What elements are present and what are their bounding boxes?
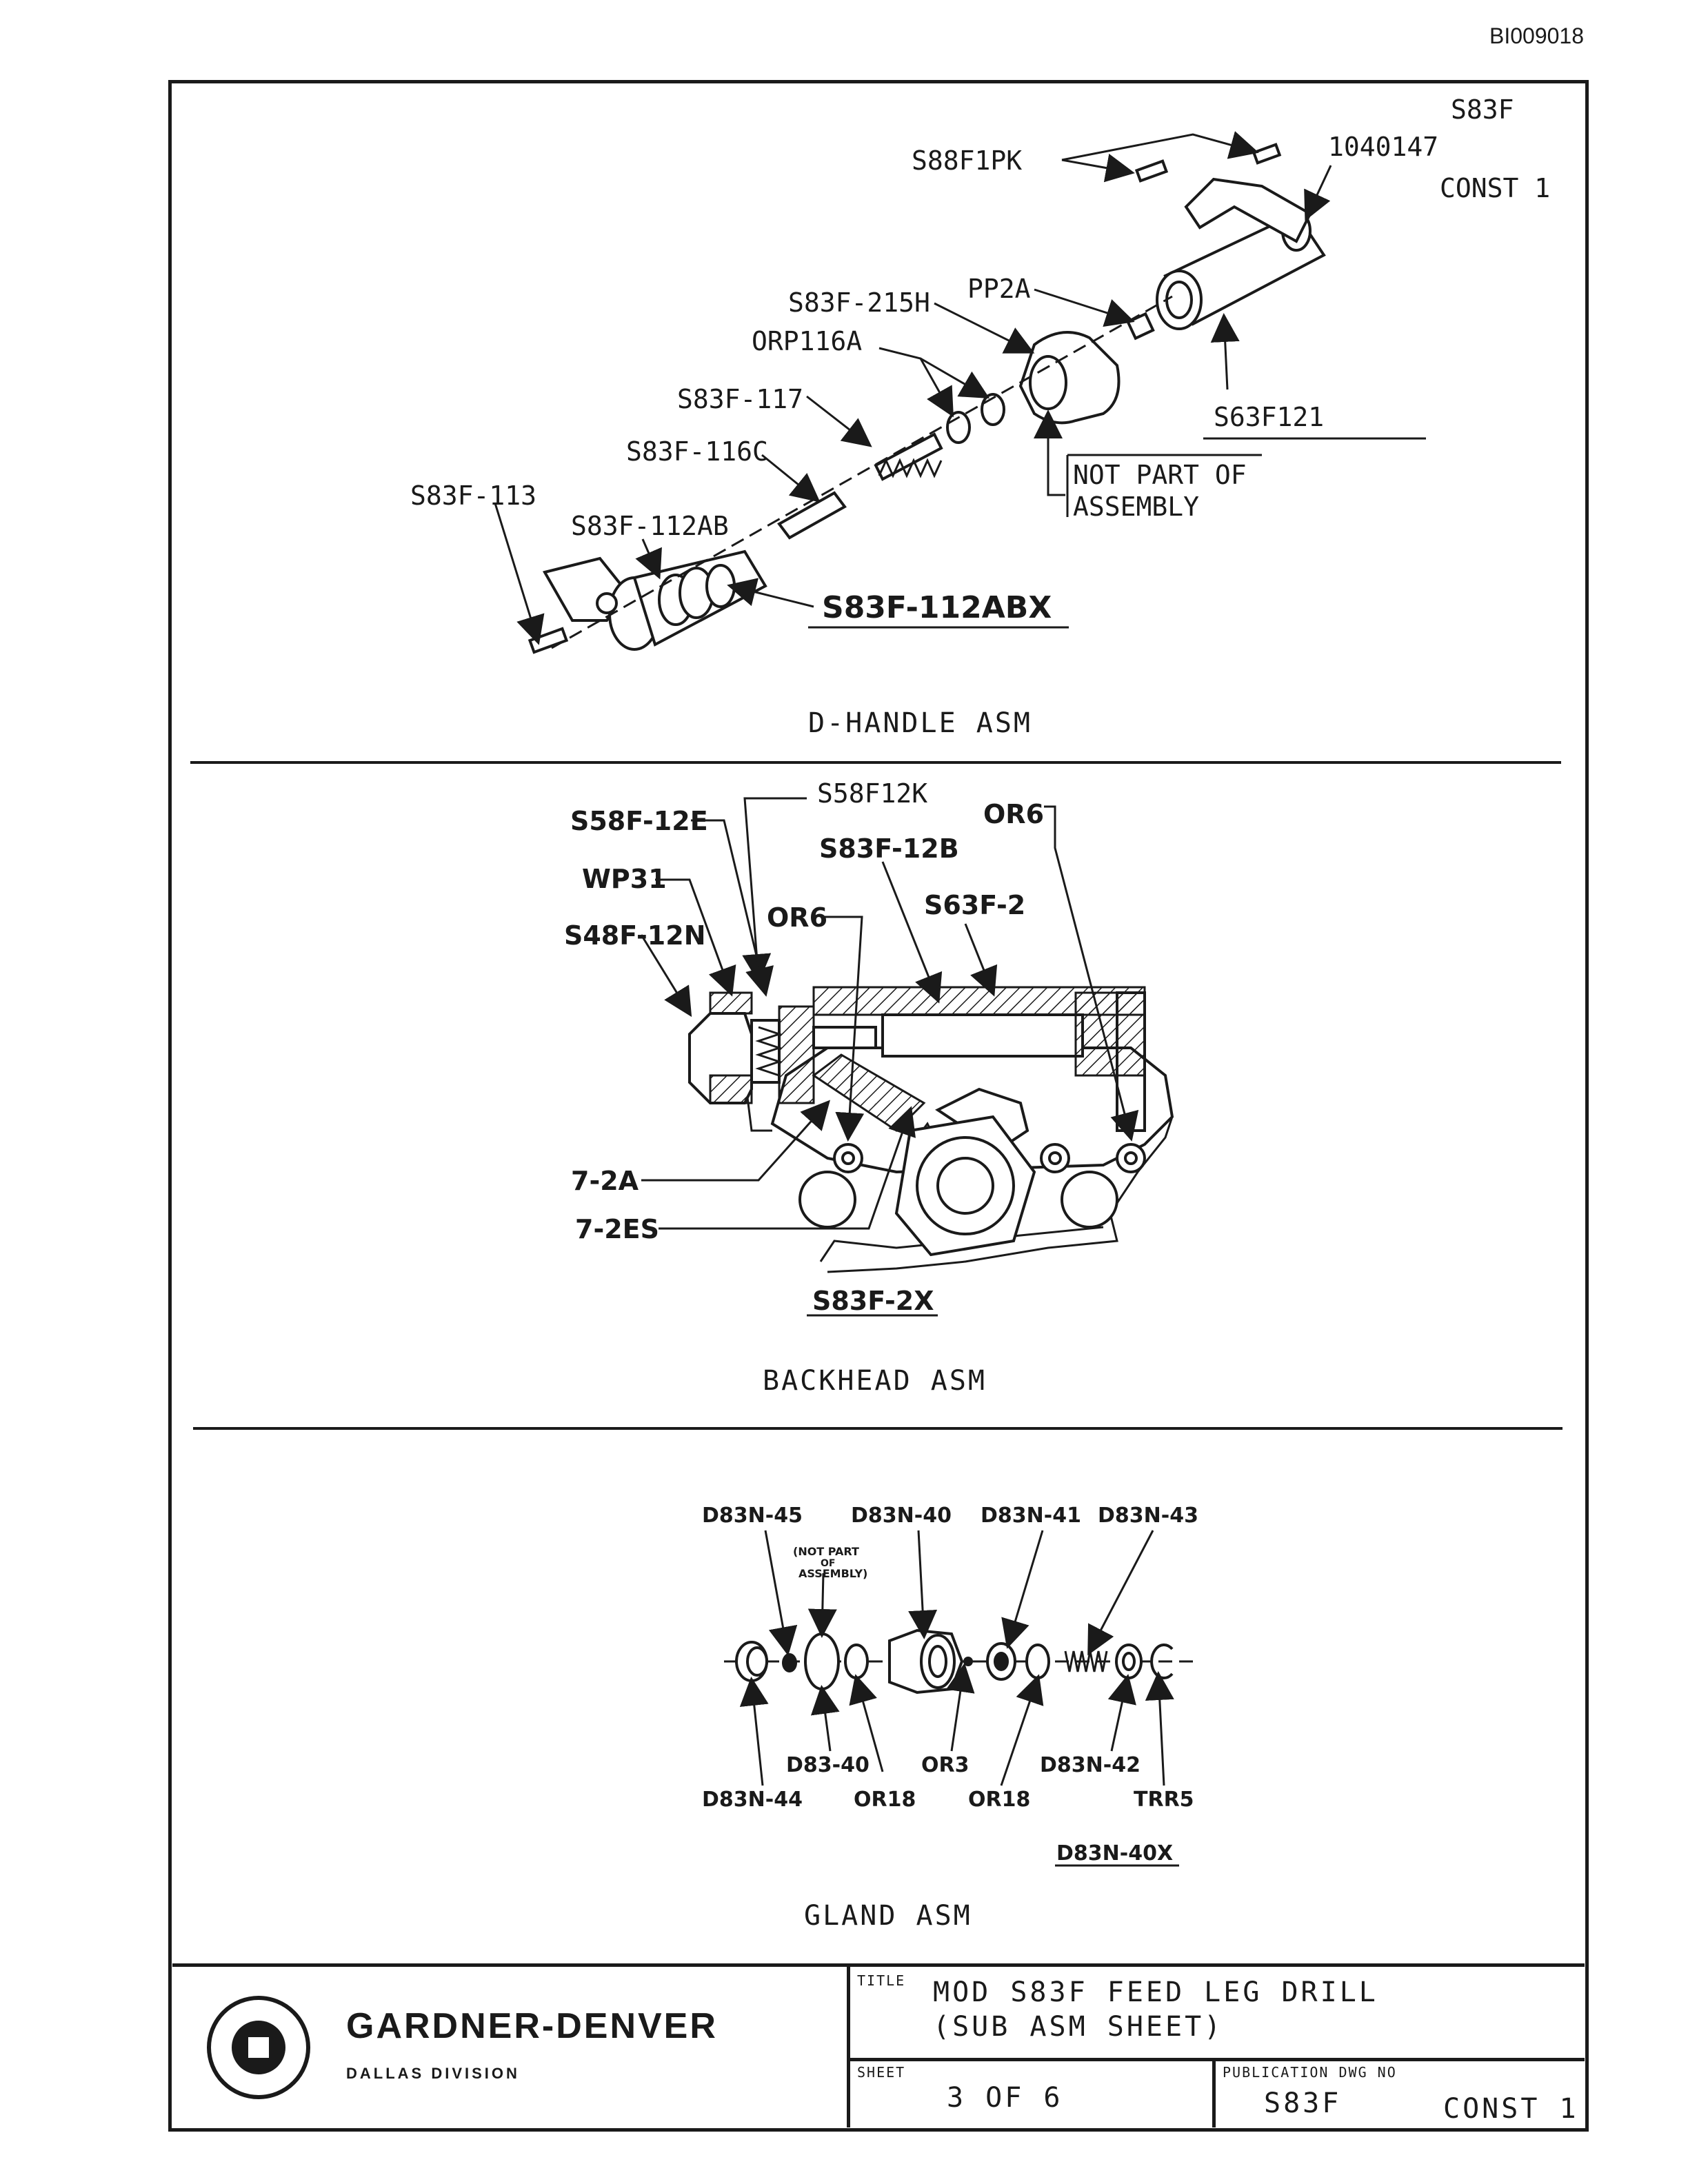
d-handle-section-title: D-HANDLE ASM xyxy=(808,707,1032,739)
label-s83f-113: S83F-113 xyxy=(410,481,536,511)
model-label: S83F xyxy=(1451,94,1514,125)
not-part-note-line2: ASSEMBLY xyxy=(1073,492,1199,522)
title-block: GARDNER-DENVER DALLAS DIVISION TITLE MOD… xyxy=(172,1963,1585,2127)
label-s58f-12e: S58F-12E xyxy=(570,806,708,836)
label-d83n-42: D83N-42 xyxy=(1040,1753,1141,1777)
label-s83f-112ab: S83F-112AB xyxy=(571,511,729,541)
label-or6-left: OR6 xyxy=(767,902,827,933)
sheet-number: 3 OF 6 xyxy=(947,2082,1063,2114)
label-or18-left: OR18 xyxy=(854,1788,916,1812)
label-s88f1pk: S88F1PK xyxy=(912,145,1022,176)
label-d83-40: D83-40 xyxy=(786,1753,870,1777)
sheet-cell: SHEET 3 OF 6 xyxy=(850,2061,1216,2127)
label-or6-right: OR6 xyxy=(983,799,1044,829)
division-name: DALLAS DIVISION xyxy=(346,2065,520,2082)
publication-caption: PUBLICATION DWG NO xyxy=(1223,2064,1397,2081)
publication-cell: PUBLICATION DWG NO S83F CONST 1 xyxy=(1216,2061,1585,2127)
label-d83n-43: D83N-43 xyxy=(1098,1504,1198,1528)
label-s83f-117: S83F-117 xyxy=(677,384,803,414)
label-7-2a: 7-2A xyxy=(571,1166,639,1196)
label-s83f-116c: S83F-116C xyxy=(626,436,768,467)
label-s63f121: S63F121 xyxy=(1214,402,1324,432)
publication-const: CONST 1 xyxy=(1443,2093,1579,2125)
label-7-2es: 7-2ES xyxy=(575,1214,659,1244)
label-or3: OR3 xyxy=(921,1753,969,1777)
label-d83n-45: D83N-45 xyxy=(702,1504,803,1528)
publication-number: S83F xyxy=(1264,2087,1342,2119)
label-orp116a: ORP116A xyxy=(752,326,862,356)
title-line-1: MOD S83F FEED LEG DRILL xyxy=(933,1976,1378,2008)
label-s48f-12n: S48F-12N xyxy=(564,920,706,951)
d-handle-drawing: S88F1PK S83F-215H PP2A ORP116A S83F-117 … xyxy=(410,131,1426,739)
label-trr5: TRR5 xyxy=(1134,1788,1194,1812)
label-d83n-40: D83N-40 xyxy=(851,1504,952,1528)
company-name: GARDNER-DENVER xyxy=(346,2006,718,2046)
gland-section-title: GLAND ASM xyxy=(804,1900,972,1932)
label-s83f-12b: S83F-12B xyxy=(819,833,959,864)
label-pp2a: PP2A xyxy=(967,274,1031,304)
label-wp31: WP31 xyxy=(582,864,667,894)
backhead-drawing: S58F12K S58F-12E OR6 S83F-12B WP31 OR6 S… xyxy=(564,778,1174,1397)
backhead-assembly-number: S83F-2X xyxy=(812,1286,934,1316)
company-seal-icon xyxy=(207,1996,310,2099)
gland-assembly-number: D83N-40X xyxy=(1056,1841,1173,1866)
gland-not-part-note-line1: (NOT PART xyxy=(793,1545,859,1558)
sheet-caption: SHEET xyxy=(857,2064,906,2081)
label-s58f12k: S58F12K xyxy=(817,778,927,809)
const-label: CONST 1 xyxy=(1440,173,1550,203)
company-block: GARDNER-DENVER DALLAS DIVISION xyxy=(172,1967,850,2127)
drawing-frame xyxy=(168,80,1589,2132)
gland-drawing: D83N-45 D83N-40 D83N-41 D83N-43 (NOT PAR… xyxy=(702,1504,1198,1932)
backhead-section-title: BACKHEAD ASM xyxy=(763,1365,987,1397)
title-cell: TITLE MOD S83F FEED LEG DRILL (SUB ASM S… xyxy=(850,1967,1585,2061)
label-s83f-215h: S83F-215H xyxy=(788,287,930,318)
label-d83n-44: D83N-44 xyxy=(702,1788,803,1812)
not-part-note-line1: NOT PART OF xyxy=(1073,460,1247,490)
gland-not-part-note-line3: ASSEMBLY) xyxy=(798,1567,867,1580)
label-s63f-2: S63F-2 xyxy=(924,890,1025,920)
document-id: BI009018 xyxy=(1489,23,1585,48)
d-handle-assembly-number: S83F-112ABX xyxy=(822,590,1052,625)
label-d83n-41: D83N-41 xyxy=(981,1504,1081,1528)
part-number-label: 1040147 xyxy=(1328,132,1438,162)
label-or18-right: OR18 xyxy=(968,1788,1030,1812)
title-caption: TITLE xyxy=(857,1972,906,1989)
gland-not-part-note-line2: OF xyxy=(821,1558,835,1569)
title-line-2: (SUB ASM SHEET) xyxy=(933,2011,1224,2043)
